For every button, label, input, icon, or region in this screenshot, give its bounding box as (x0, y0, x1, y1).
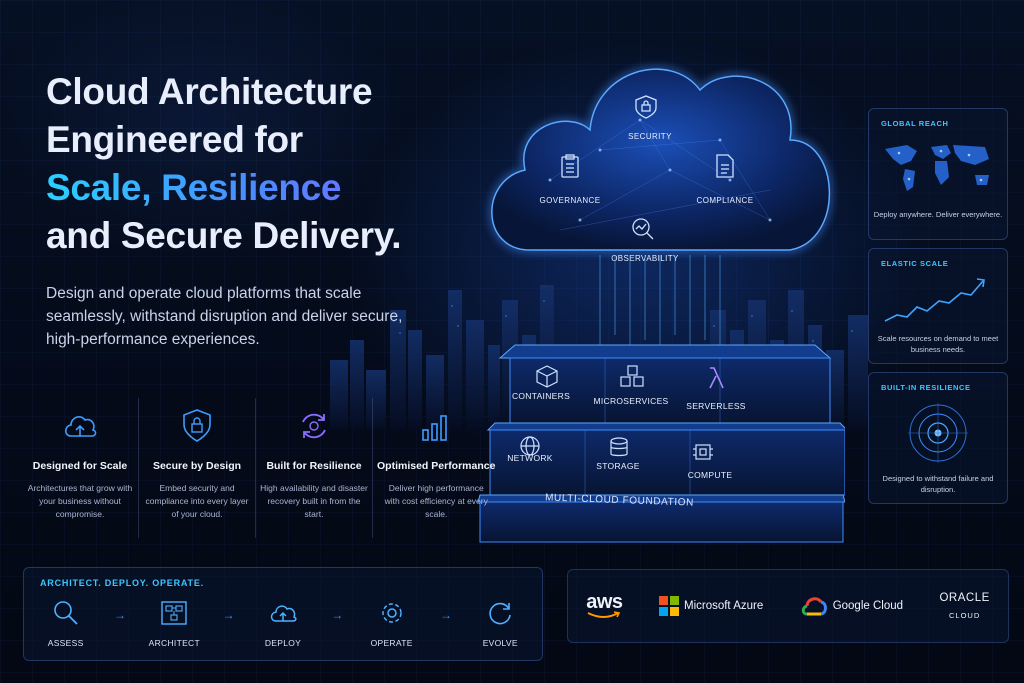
step-label: DEPLOY (264, 638, 302, 648)
side-card-built-in-resilience: BUILT-IN RESILIENCE Designed to withstan… (868, 372, 1008, 504)
database-icon (610, 437, 628, 457)
process-flow-title: ARCHITECT. DEPLOY. OPERATE. (40, 578, 204, 588)
aws-smile-icon (587, 611, 621, 618)
microsoft-azure-logo: Microsoft Azure (658, 596, 764, 616)
growth-line-chart-icon (884, 278, 985, 322)
feature-performance: Optimised Performance Deliver high perfo… (373, 398, 499, 538)
magnifier-chart-icon (632, 218, 654, 240)
step-operate: OPERATE (357, 598, 427, 648)
platform-stack (477, 344, 845, 543)
side-card-desc: Deploy anywhere. Deliver everywhere. (873, 210, 1003, 219)
side-card-global-reach: GLOBAL REACH Deploy anywhere. Deliver ev… (868, 108, 1008, 240)
platform-label-compute: COMPUTE (687, 470, 733, 480)
google-cloud-icon (801, 597, 827, 616)
cloud-upload-icon (64, 416, 97, 437)
step-assess: ASSESS (31, 598, 101, 648)
arrow-right-icon: → (331, 608, 344, 622)
hero-title-line-2: Engineered for (46, 119, 303, 160)
oracle-wordmark: ORACLE (939, 592, 990, 604)
process-flow-panel: ARCHITECT. DEPLOY. OPERATE. ASSESS → ARC… (23, 567, 543, 661)
feature-list: Designed for Scale Architectures that gr… (22, 398, 495, 538)
lambda-icon (709, 367, 724, 389)
target-rings-icon (908, 403, 968, 463)
step-architect: ARCHITECT (139, 598, 209, 648)
aws-logo: aws (586, 591, 623, 619)
cycle-icon (489, 602, 512, 625)
blueprint-icon (161, 601, 188, 625)
hero-title-line-3: Scale, Resilience (46, 164, 466, 212)
platform-label-containers: CONTAINERS (511, 391, 571, 401)
cloud-illustration: SECURITY GOVERNANCE COMPLIANCE OBSERVABI… (470, 30, 850, 290)
gear-icon (381, 603, 402, 623)
feature-title: Secure by Design (152, 460, 242, 472)
feature-title: Built for Resilience (266, 460, 362, 472)
clipboard-icon (561, 154, 579, 178)
chip-icon (693, 444, 713, 460)
oracle-cloud-logo: ORACLE CLOUD (939, 592, 989, 620)
feature-scale: Designed for Scale Architectures that gr… (22, 398, 139, 538)
step-label: EVOLVE (482, 638, 518, 648)
process-flow-steps: ASSESS → ARCHITECT → DEPLOY → OPERATE → … (24, 598, 542, 648)
feature-resilience: Built for Resilience High availability a… (256, 398, 373, 538)
azure-wordmark: Microsoft Azure (683, 600, 764, 612)
search-icon (53, 601, 78, 625)
hero-title-line-4: and Secure Delivery. (46, 215, 402, 256)
step-label: ARCHITECT (148, 638, 200, 648)
cloud-vendor-logos: aws Microsoft Azure Google Cloud ORACLE … (567, 569, 1009, 643)
side-card-title: BUILT-IN RESILIENCE (881, 383, 971, 392)
world-map-icon (885, 145, 989, 191)
hero-subtitle: Design and operate cloud platforms that … (46, 285, 403, 348)
step-deploy: DEPLOY (248, 598, 318, 648)
google-cloud-logo: Google Cloud (800, 595, 903, 617)
globe-icon (520, 436, 540, 456)
cloud-label-compliance: COMPLIANCE (696, 196, 754, 205)
feature-desc: Deliver high performance with cost effic… (384, 483, 488, 519)
aws-wordmark: aws (586, 591, 623, 613)
refresh-icon (302, 413, 326, 439)
feature-desc: Embed security and compliance into every… (145, 483, 249, 519)
cloud-label-security: SECURITY (628, 132, 672, 141)
data-stream-lines (599, 255, 721, 345)
side-card-desc: Scale resources on demand to meet busine… (877, 334, 999, 354)
side-card-elastic-scale: ELASTIC SCALE Scale resources on demand … (868, 248, 1008, 364)
step-evolve: EVOLVE (465, 598, 535, 648)
hero-title: Cloud Architecture Engineered for Scale,… (46, 68, 466, 260)
feature-title: Designed for Scale (32, 460, 128, 472)
platform-label-network: NETWORK (507, 453, 553, 463)
arrow-right-icon: → (222, 608, 235, 622)
microservices-cubes-icon (620, 365, 644, 387)
step-label: ASSESS (47, 638, 84, 648)
document-icon (716, 154, 734, 178)
oracle-cloud-sub: CLOUD (948, 611, 981, 620)
arrow-right-icon: → (113, 608, 126, 622)
hero-title-line-1: Cloud Architecture (46, 71, 373, 112)
platform-label-storage: STORAGE (596, 461, 640, 471)
google-cloud-wordmark: Google Cloud (832, 600, 904, 612)
side-card-title: GLOBAL REACH (881, 119, 949, 128)
cloud-upload-icon (270, 605, 297, 622)
platform-label-microservices: MICROSERVICES (593, 396, 669, 406)
container-cube-icon (536, 365, 558, 388)
cloud-shape (488, 66, 833, 253)
feature-title: Optimised Performance (377, 460, 496, 472)
step-label: OPERATE (370, 638, 413, 648)
side-card-desc: Designed to withstand failure and disrup… (882, 474, 994, 494)
shield-lock-icon (183, 409, 211, 442)
feature-security: Secure by Design Embed security and comp… (139, 398, 256, 538)
bar-chart-icon (422, 415, 448, 441)
arrow-right-icon: → (439, 608, 452, 622)
feature-desc: High availability and disaster recovery … (260, 483, 368, 519)
cloud-label-governance: GOVERNANCE (539, 196, 601, 205)
microsoft-squares-icon (658, 596, 679, 616)
side-card-title: ELASTIC SCALE (881, 259, 949, 268)
lock-icon (635, 95, 657, 119)
platform-label-serverless: SERVERLESS (686, 401, 746, 411)
feature-desc: Architectures that grow with your busine… (27, 483, 133, 519)
